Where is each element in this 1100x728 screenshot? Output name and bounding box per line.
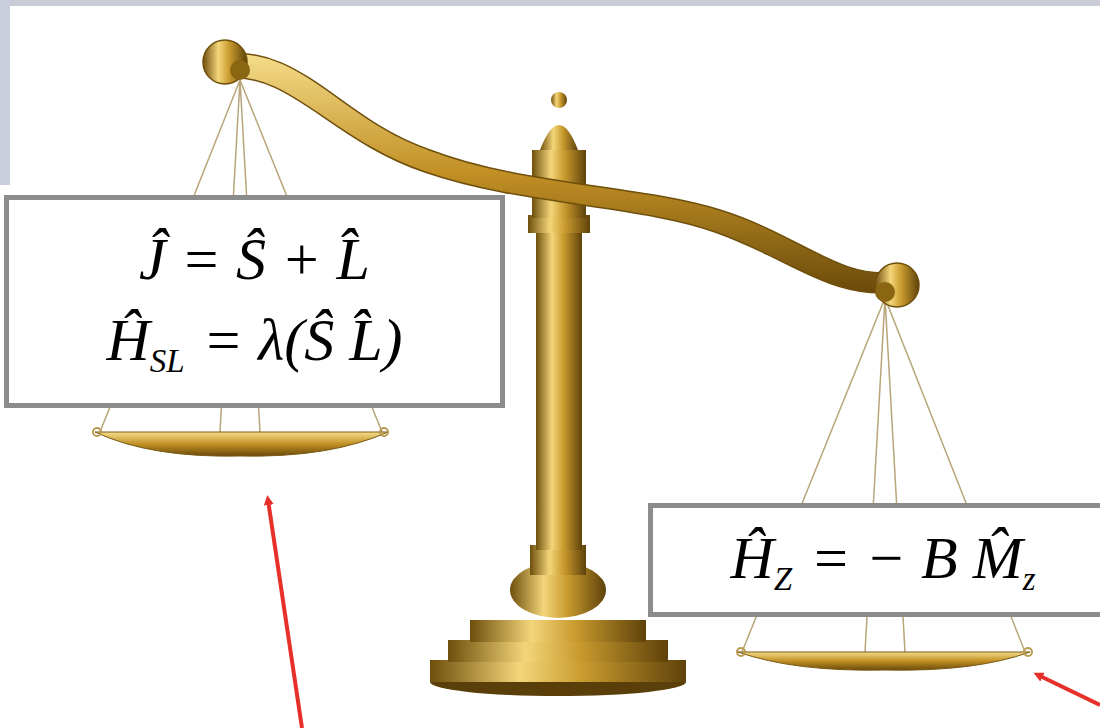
formula-line: Ĵ = Ŝ + L̂ xyxy=(139,219,370,300)
frame-strip xyxy=(0,0,10,185)
formula-text: Ĵ = Ŝ + L̂ xyxy=(139,226,370,292)
subscript: Z xyxy=(774,561,792,597)
pointer-arrow xyxy=(268,500,302,728)
scale-post xyxy=(536,230,582,550)
right-pan xyxy=(738,652,1030,670)
formula-line: ĤZ = − B M̂z xyxy=(730,518,1035,601)
formula-box: Ĵ = Ŝ + L̂ ĤSL = λ(Ŝ L̂) xyxy=(4,195,505,408)
formula-box: ĤZ = − B M̂z xyxy=(648,503,1100,617)
frame-strip xyxy=(0,0,1100,6)
formula-line: ĤSL = λ(Ŝ L̂) xyxy=(106,300,402,383)
formula-text: Ĥ xyxy=(106,307,149,373)
subscript: z xyxy=(1023,561,1036,597)
pan-chains xyxy=(100,80,1025,652)
formula-text: = λ(Ŝ L̂) xyxy=(203,307,403,373)
left-pan xyxy=(95,432,388,456)
formula-text: Ĥ xyxy=(730,525,773,591)
formula-text: = − B M̂ xyxy=(810,525,1023,591)
subscript: SL xyxy=(150,343,185,379)
pointer-arrow xyxy=(1038,675,1100,705)
